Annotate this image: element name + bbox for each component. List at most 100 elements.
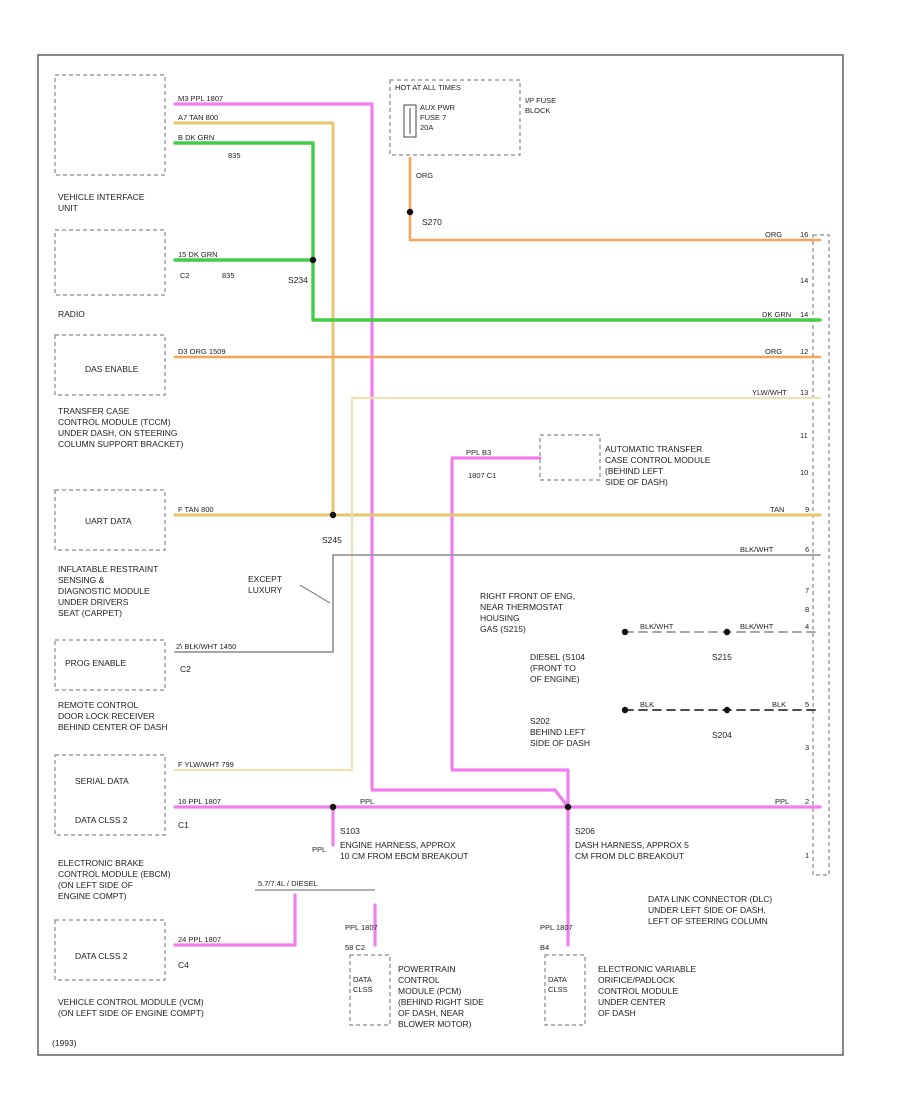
- wl-dlc-pin-7: 7: [805, 586, 809, 595]
- splice-s270-dot[interactable]: [406, 208, 414, 216]
- dlc-box[interactable]: [812, 234, 830, 876]
- atccm-box[interactable]: [539, 434, 601, 481]
- wire-org-fuse[interactable]: [408, 156, 822, 242]
- wire-ppl-1807-vcm[interactable]: [173, 893, 297, 947]
- fuse-block-box[interactable]: [389, 79, 521, 156]
- rcdlr-connector: C1: [178, 820, 189, 830]
- text-line: DATA LINK CONNECTOR (DLC): [648, 894, 772, 904]
- splice-s204-dot[interactable]: [723, 706, 731, 714]
- except-luxury-leader: [299, 584, 331, 604]
- wl-grn-radio: 15 DK GRN: [178, 250, 218, 259]
- wl-bw-dlc: BLK/WHT: [740, 545, 774, 554]
- wl-pcm-conn: 58 C2: [345, 943, 365, 952]
- vcm-label: VEHICLE CONTROL MODULE (VCM)(ON LEFT SID…: [58, 997, 204, 1018]
- wire-ylwwht-799[interactable]: [173, 396, 822, 772]
- splice-s215-dot[interactable]: [723, 628, 731, 636]
- text-line: UNDER CENTER: [598, 997, 666, 1007]
- tccm-box[interactable]: [54, 334, 166, 396]
- diagram-frame: [37, 54, 844, 1056]
- splice-s245-dot[interactable]: [329, 511, 337, 519]
- splice-s204-label: S204: [712, 730, 732, 740]
- sdm-box[interactable]: [54, 639, 166, 691]
- footer-year: (1993): [52, 1038, 77, 1048]
- text-line: ELECTRONIC VARIABLE: [598, 964, 696, 974]
- text-line: CLSS: [353, 985, 373, 994]
- wl-org-fuse: ORG: [416, 171, 433, 180]
- text-line: AUTOMATIC TRANSFER: [605, 444, 702, 454]
- wl-ppl-rcdlr: 16 PPL 1807: [178, 797, 221, 806]
- text-line: POWERTRAIN: [398, 964, 455, 974]
- splice-s270-label: S270: [422, 217, 442, 227]
- fuse-hot-label: HOT AT ALL TIMES: [395, 83, 461, 92]
- splice-s206-dot[interactable]: [564, 803, 572, 811]
- uart-box[interactable]: [54, 489, 166, 551]
- wl-blk-s204: BLK: [640, 700, 654, 709]
- radio-box[interactable]: [54, 229, 166, 296]
- fuse-icon: [403, 104, 417, 138]
- wl-tan-uart: F TAN 800: [178, 505, 214, 514]
- wl-grn-dlc-pin: 14: [800, 310, 808, 319]
- wl-org-dlc: ORG: [765, 230, 782, 239]
- wire-dkgrn-835-viu[interactable]: [173, 141, 822, 322]
- uart-pin-label: UART DATA: [85, 516, 132, 526]
- splice-s103-dot[interactable]: [329, 803, 337, 811]
- wl-dlc-pin-5: 5: [805, 700, 809, 709]
- evo-box[interactable]: [544, 954, 586, 1026]
- wl-org-tccm: D3 ORG 1509: [178, 347, 226, 356]
- rcdlr-box[interactable]: [54, 754, 166, 836]
- text-line: I/P FUSE: [525, 96, 556, 105]
- text-line: 10 CM FROM EBCM BREAKOUT: [340, 851, 468, 861]
- wl-grn-dlc: DK GRN: [762, 310, 791, 319]
- wl-tan-dlc: TAN: [770, 505, 784, 514]
- vcm-box[interactable]: [54, 919, 166, 981]
- wl-org-tccm-dlc: ORG: [765, 347, 782, 356]
- text-line: CM FROM DLC BREAKOUT: [575, 851, 684, 861]
- text-line: HOUSING: [480, 613, 520, 623]
- text-line: CONTROL MODULE (TCCM): [58, 417, 171, 427]
- wire-blkwht-1450[interactable]: [174, 554, 821, 653]
- wl-ppl-atccm-num: 1807 C1: [468, 471, 496, 480]
- text-line: CONTROL MODULE: [598, 986, 678, 996]
- text-line: DOOR LOCK RECEIVER: [58, 711, 155, 721]
- text-line: SIDE OF DASH: [530, 738, 590, 748]
- text-line: 20A: [420, 123, 433, 132]
- text-line: CONTROL MODULE (EBCM): [58, 869, 171, 879]
- viu-box[interactable]: [54, 74, 166, 176]
- text-line: UNDER DRIVERS: [58, 597, 129, 607]
- wl-org-dlc-pin: 16: [800, 230, 808, 239]
- dlc-label: DATA LINK CONNECTOR (DLC)UNDER LEFT SIDE…: [648, 894, 772, 926]
- wl-ppl-s103: PPL: [312, 845, 326, 854]
- text-line: LUXURY: [248, 585, 283, 595]
- vcm-connector: C4: [178, 960, 189, 970]
- wire-ppl-1807-atccm[interactable]: [450, 456, 570, 809]
- wl-dlc-pin-1: 1: [805, 851, 809, 860]
- splice-s215-label: S215: [712, 652, 732, 662]
- splice-s234-dot[interactable]: [309, 256, 317, 264]
- wl-dlc-pin-4: 4: [805, 622, 809, 631]
- wire-tan-800-viu[interactable]: [173, 121, 335, 517]
- text-line: BEHIND LEFT: [530, 727, 585, 737]
- ground-s215-dot[interactable]: [621, 628, 629, 636]
- text-line: TRANSFER CASE: [58, 406, 130, 416]
- text-line: DATA: [548, 975, 567, 984]
- text-line: DIAGNOSTIC MODULE: [58, 586, 150, 596]
- text-line: DASH HARNESS, APPROX 5: [575, 840, 689, 850]
- wl-grn-top-num: 835: [228, 151, 241, 160]
- wl-yw-dlc-pin: 13: [800, 388, 808, 397]
- wl-ppl-mid: PPL: [360, 797, 374, 806]
- text-line: (BEHIND RIGHT SIDE: [398, 997, 484, 1007]
- wl-ppl-top: M3 PPL 1807: [178, 94, 223, 103]
- rcdlr-pin2: DATA CLSS 2: [75, 815, 128, 825]
- ground-s204-dot[interactable]: [621, 706, 629, 714]
- pcm-box[interactable]: [349, 954, 391, 1026]
- wire-ppl-1807-main[interactable]: [173, 102, 570, 809]
- text-line: DIESEL (S104: [530, 652, 585, 662]
- wl-prog-wire: 2\ BLK/WHT 1450: [176, 642, 236, 651]
- text-line: UNDER DASH, ON STEERING: [58, 428, 178, 438]
